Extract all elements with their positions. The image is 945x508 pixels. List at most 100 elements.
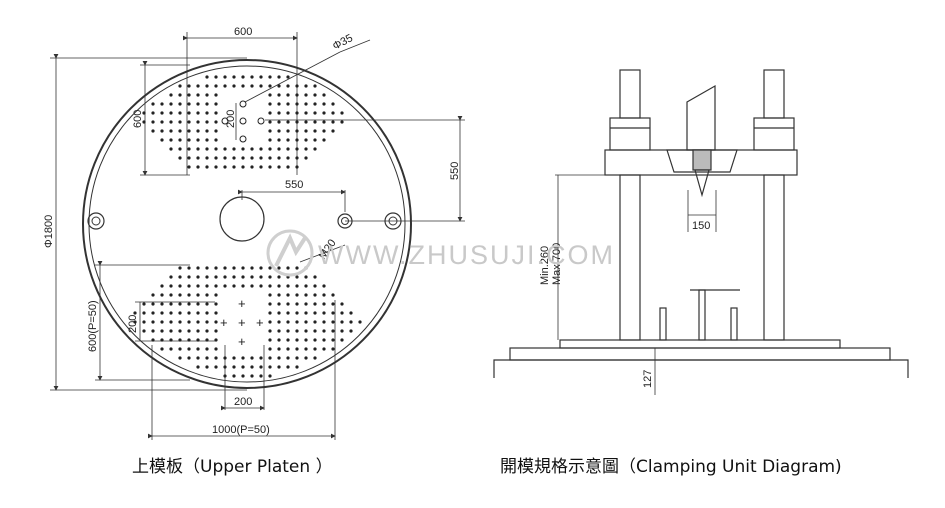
tapped-hole	[169, 284, 173, 288]
tapped-hole	[205, 284, 209, 288]
tapped-hole	[187, 93, 191, 97]
tapped-hole	[187, 84, 191, 88]
tapped-hole	[250, 147, 254, 151]
tapped-hole	[187, 356, 191, 360]
tapped-hole	[205, 266, 209, 270]
tapped-hole	[250, 365, 254, 369]
tapped-hole	[313, 338, 317, 342]
tapped-hole	[331, 120, 335, 124]
tapped-hole	[178, 129, 182, 133]
tapped-hole	[268, 320, 272, 324]
tapped-hole	[286, 156, 290, 160]
tapped-hole	[196, 102, 200, 106]
plus-markers: + + + + +	[220, 296, 264, 349]
tapped-hole	[313, 129, 317, 133]
tapped-hole	[160, 338, 164, 342]
tapped-hole	[196, 347, 200, 351]
tapped-hole	[187, 138, 191, 142]
tapped-hole	[205, 365, 209, 369]
tapped-hole	[160, 111, 164, 115]
dim-bolt-dia: Φ35	[331, 32, 355, 52]
tapped-hole	[295, 302, 299, 306]
tapped-hole	[214, 275, 218, 279]
tapped-hole	[214, 75, 218, 79]
dim-top-pitch: 200	[225, 110, 237, 128]
tapped-hole	[295, 138, 299, 142]
clamping-caption: 開模規格示意圖（Clamping Unit Diagram)	[500, 457, 842, 477]
tapped-hole	[331, 338, 335, 342]
tapped-hole	[232, 374, 236, 378]
tapped-hole	[349, 311, 353, 315]
tapped-hole	[187, 329, 191, 333]
tapped-hole	[268, 84, 272, 88]
tapped-hole	[286, 129, 290, 133]
tapped-hole	[223, 266, 227, 270]
tapped-hole	[304, 120, 308, 124]
tapped-hole	[304, 102, 308, 106]
tapped-hole	[304, 275, 308, 279]
tapped-hole	[250, 75, 254, 79]
tapped-hole	[304, 356, 308, 360]
tapped-hole	[286, 356, 290, 360]
tapped-hole	[295, 156, 299, 160]
tapped-hole	[277, 329, 281, 333]
dim-top-pattern-height: 600	[132, 110, 144, 128]
tapped-hole	[304, 320, 308, 324]
tapped-hole	[151, 320, 155, 324]
tapped-hole	[277, 147, 281, 151]
tapped-hole	[223, 156, 227, 160]
tapped-hole	[214, 84, 218, 88]
tapped-hole	[286, 284, 290, 288]
tapped-hole	[151, 329, 155, 333]
tapped-hole	[322, 347, 326, 351]
tapped-hole	[169, 111, 173, 115]
tapped-hole	[268, 302, 272, 306]
tapped-hole	[250, 266, 254, 270]
tapped-hole	[295, 266, 299, 270]
tapped-hole	[205, 338, 209, 342]
tapped-hole	[250, 84, 254, 88]
tapped-hole	[286, 302, 290, 306]
tapped-hole	[250, 284, 254, 288]
tapped-hole	[286, 165, 290, 169]
tapped-hole	[196, 338, 200, 342]
tapped-hole	[277, 165, 281, 169]
tapped-hole	[295, 365, 299, 369]
tapped-hole	[268, 93, 272, 97]
tapped-hole	[268, 111, 272, 115]
tapped-hole	[304, 329, 308, 333]
tapped-hole	[214, 302, 218, 306]
tapped-hole	[295, 329, 299, 333]
tapped-hole	[169, 147, 173, 151]
tapped-hole	[232, 156, 236, 160]
tapped-hole	[268, 365, 272, 369]
tapped-hole	[286, 111, 290, 115]
tapped-hole	[214, 156, 218, 160]
tapped-hole	[178, 93, 182, 97]
tapped-hole	[295, 102, 299, 106]
tapped-hole	[286, 329, 290, 333]
watermark-logo-icon	[266, 229, 314, 277]
tapped-hole	[169, 293, 173, 297]
tapped-hole	[214, 102, 218, 106]
tapped-hole	[214, 347, 218, 351]
dim-bottom-width: 1000(P=50)	[212, 424, 270, 436]
tapped-hole	[268, 102, 272, 106]
bolt-hole-left-inner	[91, 216, 101, 226]
tapped-hole	[268, 165, 272, 169]
tapped-hole	[214, 120, 218, 124]
tapped-hole	[187, 293, 191, 297]
base-plate	[509, 347, 891, 361]
tapped-hole	[259, 284, 263, 288]
tapped-hole	[331, 329, 335, 333]
tapped-hole	[250, 165, 254, 169]
tapped-hole	[205, 93, 209, 97]
tapped-hole	[259, 147, 263, 151]
tapped-hole	[268, 311, 272, 315]
tapped-hole	[214, 311, 218, 315]
tapped-hole	[232, 75, 236, 79]
tapped-hole	[160, 284, 164, 288]
tapped-hole	[187, 311, 191, 315]
tapped-hole	[259, 156, 263, 160]
tapped-hole	[313, 320, 317, 324]
